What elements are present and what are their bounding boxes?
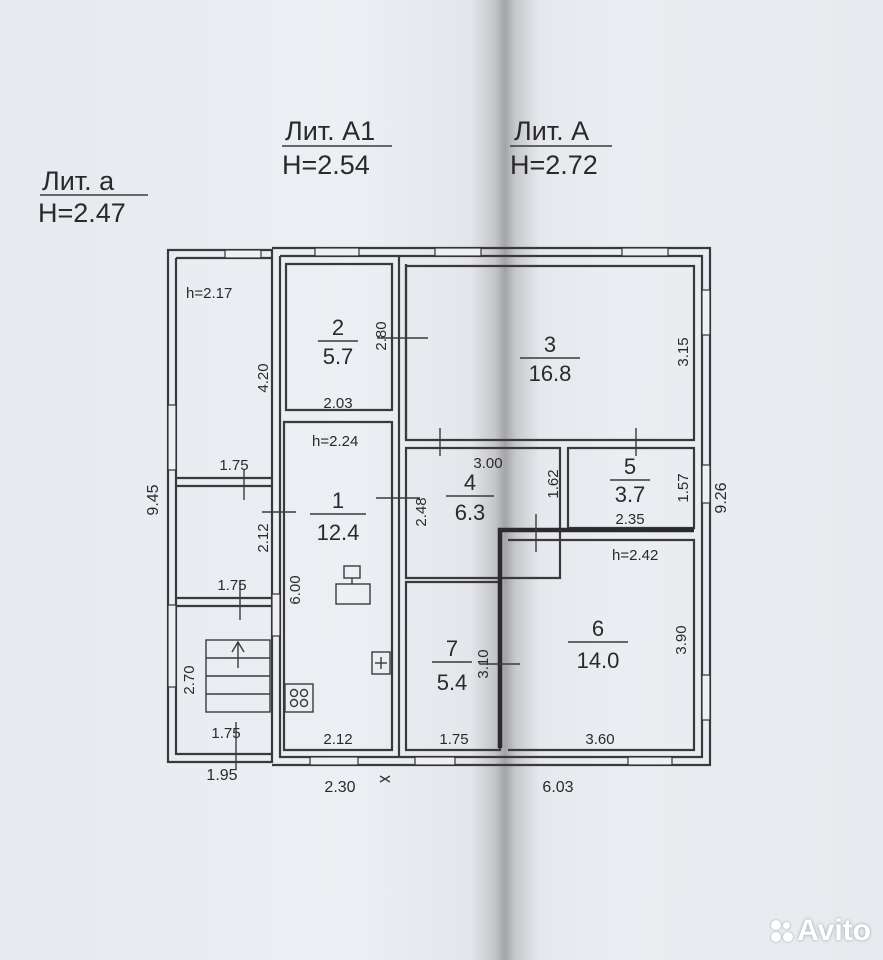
annex-ceiling-height: h=2.17 — [186, 285, 232, 302]
dim-room6-width: 3.60 — [585, 731, 614, 748]
room-6-number: 6 — [592, 616, 604, 641]
stove-icon — [284, 683, 314, 713]
liter-main-label: Лит. А H=2.72 — [510, 116, 612, 180]
room-4-number: 4 — [464, 470, 476, 495]
room-1-ceiling-height: h=2.24 — [312, 433, 358, 450]
room-1-number: 1 — [332, 488, 344, 513]
liter-a-label: Лит. а H=2.47 — [38, 166, 148, 228]
dim-bottom-a1: 2.30 — [324, 779, 355, 796]
dim-room3-height: 3.15 — [675, 337, 692, 366]
liter-a1-label: Лит. А1 H=2.54 — [282, 116, 392, 180]
interior-walls — [176, 256, 696, 757]
dim-room2-height: 2.80 — [373, 321, 390, 350]
dim-room4-hall: 1.62 — [545, 469, 562, 498]
room-5-area: 3.7 — [615, 482, 646, 507]
dim-room7-width: 1.75 — [439, 731, 468, 748]
dim-annex-stair-height: 2.70 — [181, 665, 198, 694]
liter-a-height: H=2.47 — [38, 198, 126, 228]
avito-logo-icon — [771, 920, 794, 942]
thick-wall — [497, 527, 694, 748]
liter-a1-name: Лит. А1 — [285, 116, 375, 146]
room-2-area: 5.7 — [323, 344, 354, 369]
door-ticks — [235, 337, 637, 783]
dim-room7-height: 3.10 — [475, 649, 492, 678]
room-6-ceiling-height: h=2.42 — [612, 547, 658, 564]
dim-room1-length: 6.00 — [287, 575, 304, 604]
dim-overall-right: 9.26 — [713, 482, 730, 513]
sink-icon — [371, 651, 391, 675]
liter-a-name: Лит. а — [42, 166, 115, 196]
stairs — [205, 639, 271, 713]
dim-bottom-annex: 1.95 — [206, 767, 237, 784]
dim-room5-width: 2.35 — [615, 511, 644, 528]
dim-annex-width-mid: 1.75 — [217, 577, 246, 594]
boiler-icon — [335, 565, 371, 605]
dim-annex-mid-height: 2.12 — [255, 523, 272, 552]
dim-overall-left: 9.45 — [145, 484, 162, 515]
room-7-number: 7 — [446, 636, 458, 661]
room-1-area: 12.4 — [317, 520, 360, 545]
room-3-area: 16.8 — [529, 361, 572, 386]
dim-room2-width: 2.03 — [323, 395, 352, 412]
room-5-number: 5 — [624, 454, 636, 479]
dim-annex-room-height: 4.20 — [255, 363, 272, 392]
liter-main-height: H=2.72 — [510, 150, 598, 180]
dim-room5-height: 1.57 — [675, 473, 692, 502]
dim-annex-width-top: 1.75 — [219, 457, 248, 474]
liter-a1-height: H=2.54 — [282, 150, 370, 180]
room-2-number: 2 — [332, 315, 344, 340]
room-3-number: 3 — [544, 332, 556, 357]
dim-annex-width-bottom: 1.75 — [211, 725, 240, 742]
liter-main-name: Лит. А — [514, 116, 589, 146]
windows — [167, 247, 711, 766]
dim-room4-height: 2.48 — [413, 497, 430, 526]
dim-room6-height: 3.90 — [673, 625, 690, 654]
room-4-area: 6.3 — [455, 500, 486, 525]
room-7-area: 5.4 — [437, 670, 468, 695]
avito-watermark-text: Avito — [797, 914, 871, 947]
dim-bottom-main: 6.03 — [542, 779, 573, 796]
dim-room3-width: 3.00 — [473, 455, 502, 472]
dim-room1-width: 2.12 — [323, 731, 352, 748]
room-6-area: 14.0 — [577, 648, 620, 673]
avito-watermark: Avito — [771, 914, 871, 948]
